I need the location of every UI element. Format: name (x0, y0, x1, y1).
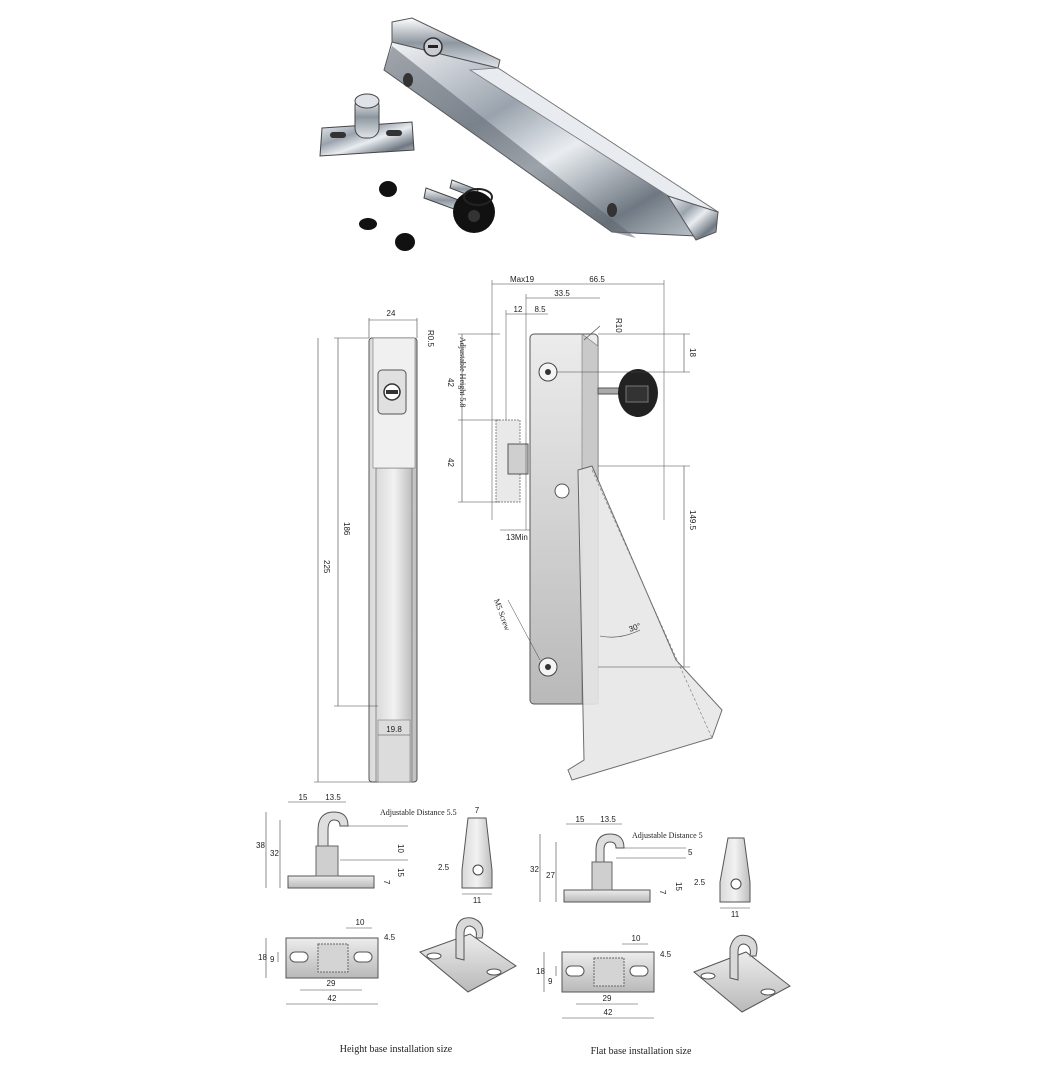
height-base-caption: Height base installation size (340, 1044, 453, 1055)
fb-plan-42: 42 (604, 1008, 613, 1017)
dim-angle: 30° (628, 621, 642, 634)
hb-dim-15-side: 15 (396, 868, 405, 877)
dim-width-bottom: 19.8 (386, 725, 402, 734)
side-view: Max19 66.5 33.5 12 8.5 R10 18 Adjustable… (446, 275, 723, 781)
hb-dim-13-5: 13.5 (325, 793, 341, 802)
dim-42-top: 42 (446, 378, 455, 387)
hb-dim-15: 15 (299, 793, 308, 802)
dim-total-width: 66.5 (589, 275, 605, 284)
dim-height-inner: 186 (342, 522, 351, 536)
hb-plan-9: 9 (270, 955, 275, 964)
fb-plan-9: 9 (548, 977, 553, 986)
fb-plan-4-5: 4.5 (660, 950, 672, 959)
keys-photo (423, 179, 495, 233)
fb-dim-7-side: 7 (658, 890, 667, 895)
lock-handle-photo (383, 17, 720, 241)
hb-plan-42: 42 (328, 994, 337, 1003)
hb-dim-32: 32 (270, 849, 279, 858)
dim-18: 18 (688, 348, 697, 357)
hb-plan-10: 10 (356, 918, 365, 927)
flat-base-diagram: 15 13.5 Adjustable Distance 5 5 32 27 15… (530, 815, 791, 1019)
dim-42-mid: 42 (446, 458, 455, 467)
hb-dim-2-5: 2.5 (438, 863, 450, 872)
hb-plan-4-5: 4.5 (384, 933, 396, 942)
fb-dim-15-side: 15 (674, 882, 683, 891)
dim-12: 12 (514, 305, 523, 314)
dim-8-5: 8.5 (534, 305, 546, 314)
fb-plan-18: 18 (536, 967, 545, 976)
dim-adjustable-height: Adjustable Height 5.8 (458, 337, 467, 407)
fb-dim-adjustable: Adjustable Distance 5 (632, 831, 703, 840)
dim-13min: 13Min (506, 533, 528, 542)
hb-plan-29: 29 (327, 979, 336, 988)
dim-height-total: 225 (322, 560, 331, 574)
hb-dim-10: 10 (396, 844, 405, 853)
product-photo (319, 17, 720, 251)
hb-dim-11: 11 (473, 896, 482, 905)
dim-33-5: 33.5 (554, 289, 570, 298)
keeper-photo (319, 93, 415, 157)
fb-plan-29: 29 (603, 994, 612, 1003)
screw-caps-photo (359, 181, 415, 251)
fb-dim-2-5: 2.5 (694, 878, 706, 887)
hb-dim-adjustable: Adjustable Distance 5.5 (380, 808, 457, 817)
hb-plan-18: 18 (258, 953, 267, 962)
fb-dim-5: 5 (688, 848, 693, 857)
fb-dim-27: 27 (546, 871, 555, 880)
hb-dim-7-top: 7 (475, 806, 480, 815)
flat-base-caption: Flat base installation size (591, 1046, 692, 1057)
fb-dim-32: 32 (530, 865, 539, 874)
front-view: 24 R0.5 186 225 19.8 (314, 309, 435, 783)
hb-dim-38: 38 (256, 841, 265, 850)
dim-radius: R0.5 (426, 330, 435, 347)
height-base-diagram: 15 13.5 Adjustable Distance 5.5 38 32 10… (256, 793, 517, 1005)
fb-dim-13-5: 13.5 (600, 815, 616, 824)
dim-r10: R10 (614, 318, 623, 333)
hb-dim-7-side: 7 (382, 880, 391, 885)
fb-dim-15: 15 (576, 815, 585, 824)
key-icon (597, 369, 658, 417)
dim-m5: M5 Screw (492, 598, 512, 632)
fb-plan-10: 10 (632, 934, 641, 943)
fb-dim-11: 11 (731, 910, 740, 919)
screw-hole-icon (403, 73, 413, 87)
dim-149-5: 149.5 (688, 510, 697, 531)
dim-max: Max19 (510, 275, 535, 284)
dim-width-top: 24 (387, 309, 396, 318)
screw-hole-icon (607, 203, 617, 217)
